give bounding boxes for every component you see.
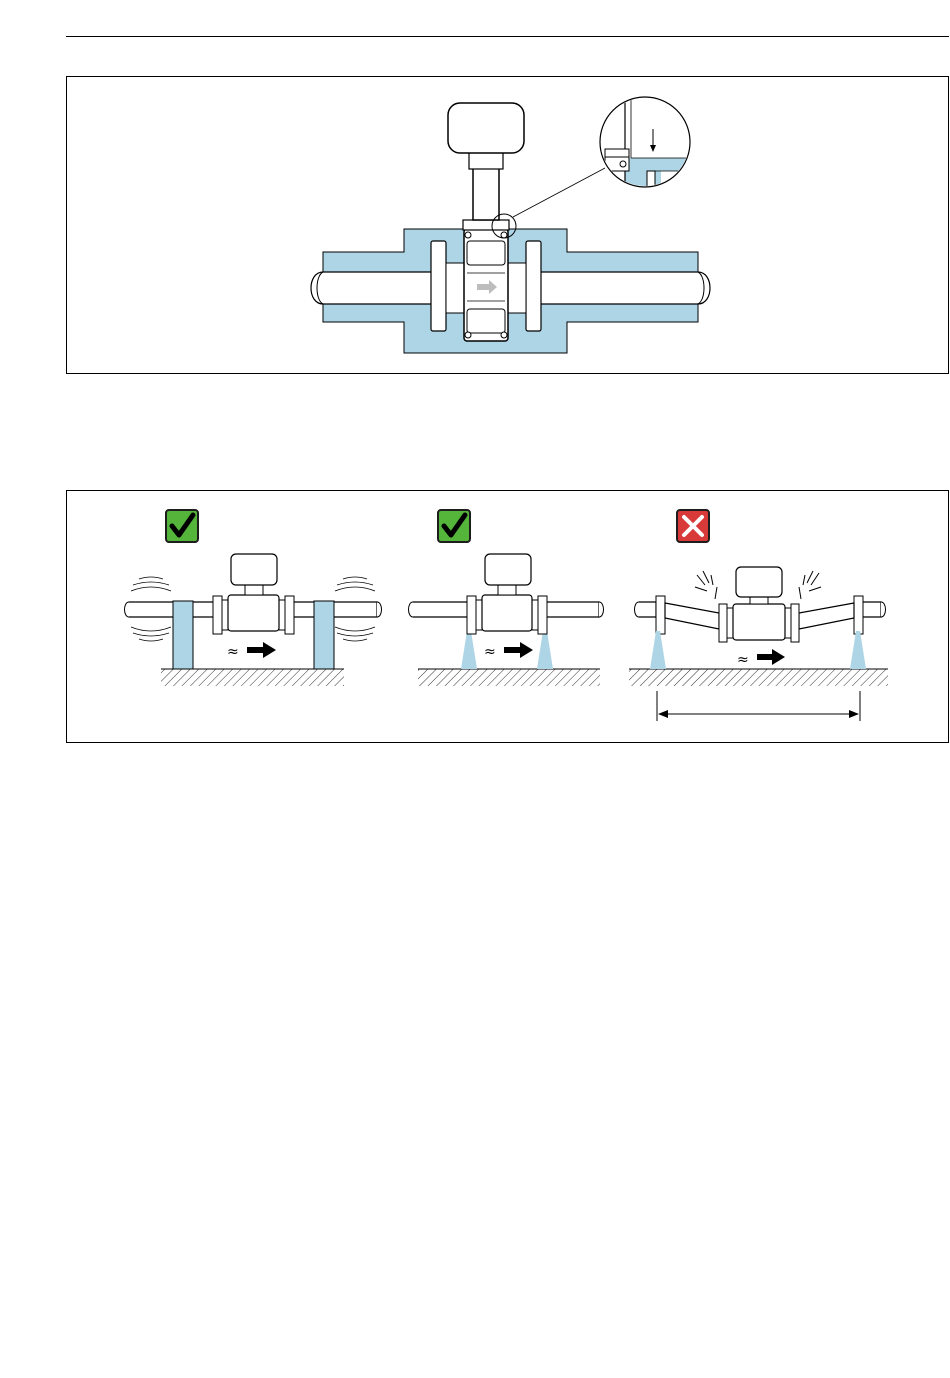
support-point-left [461,631,477,669]
ground [161,669,344,686]
span-dimension-line [657,691,860,721]
flow-arrow-icon [757,649,785,665]
ground [418,669,600,686]
panel-support-points: ≈ [409,510,604,686]
flow-waves-icon: ≈ [227,644,239,660]
figure-insulation-illustration [66,76,949,374]
flow-arrow-icon [247,642,276,658]
support-point-right [850,631,866,669]
support-point-left [650,631,666,669]
check-icon [438,510,470,542]
transmitter-head [448,103,524,153]
header-rule [66,36,949,37]
support-point-right [537,631,553,669]
pipe-support-panels: ≈ ≈ [67,491,948,742]
panel-unsupported-span: ≈ [629,510,888,721]
neck [473,167,499,220]
cross-icon [677,510,709,542]
flange-left [431,241,446,331]
figure-pipe-support-illustration: ≈ ≈ [66,490,949,743]
flange-right [526,241,541,331]
ground [629,669,888,686]
flow-waves-icon: ≈ [737,652,749,668]
flow-arrow-icon [504,642,533,658]
flow-waves-icon: ≈ [484,644,496,660]
check-icon [166,510,198,542]
support-post-left [173,601,193,669]
insulated-pipe-meter-detail-illustration [67,77,948,373]
support-post-right [314,601,334,669]
panel-support-posts: ≈ [125,510,382,686]
